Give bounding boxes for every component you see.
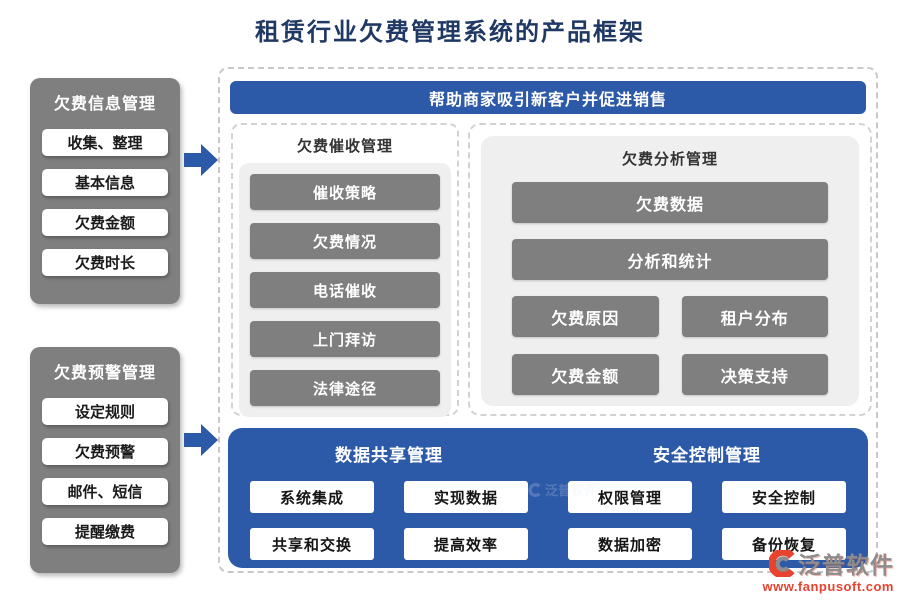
main-frame: 帮助商家吸引新客户并促进销售 欠费催收管理 催收策略 欠费情况 电话催收 上门拜… xyxy=(218,67,878,573)
analysis-item: 分析和统计 xyxy=(512,239,828,280)
fanpu-watermark-row: 泛普软件 xyxy=(769,550,894,577)
group-data-sharing-items: 系统集成 实现数据 共享和交换 提高效率 xyxy=(250,481,528,560)
group-security-control-title: 安全控制管理 xyxy=(653,446,761,465)
data-sharing-item: 提高效率 xyxy=(404,528,528,560)
panel-collection: 欠费催收管理 催收策略 欠费情况 电话催收 上门拜访 法律途径 xyxy=(231,123,459,417)
panel-bottom: 泛普软件 数据共享管理 系统集成 实现数据 共享和交换 提高效率 安全控制管理 … xyxy=(228,428,868,568)
panel-arrears-warning-title: 欠费预警管理 xyxy=(53,365,156,382)
group-security-control-items: 权限管理 安全控制 数据加密 备份恢复 xyxy=(568,481,846,560)
panel-arrears-warning-items: 设定规则 欠费预警 邮件、短信 提醒缴费 xyxy=(30,398,180,545)
group-data-sharing-title: 数据共享管理 xyxy=(335,446,443,465)
panel-analysis-box: 欠费分析管理 欠费数据 分析和统计 欠费原因 租户分布 欠费金额 决策支持 xyxy=(481,136,859,406)
flow-arrow-right-icon xyxy=(184,424,218,456)
group-data-sharing: 数据共享管理 系统集成 实现数据 共享和交换 提高效率 xyxy=(250,441,528,568)
panel-arrears-warning: 欠费预警管理 设定规则 欠费预警 邮件、短信 提醒缴费 xyxy=(30,347,180,573)
collection-item: 电话催收 xyxy=(250,272,440,308)
collection-item: 催收策略 xyxy=(250,174,440,210)
panel-collection-title: 欠费催收管理 xyxy=(296,138,393,155)
fanpu-watermark-brand: 泛普软件 xyxy=(798,552,894,578)
data-sharing-item: 实现数据 xyxy=(404,481,528,513)
fanpu-watermark: 泛普软件 www.fanpusoft.com xyxy=(762,550,894,594)
panel-arrears-info-items: 收集、整理 基本信息 欠费金额 欠费时长 xyxy=(30,129,180,276)
panel-analysis: 欠费分析管理 欠费数据 分析和统计 欠费原因 租户分布 欠费金额 决策支持 xyxy=(468,123,872,416)
arrears-warning-item: 提醒缴费 xyxy=(42,518,168,545)
arrears-info-item: 欠费金额 xyxy=(42,209,168,236)
panel-analysis-grid: 欠费原因 租户分布 欠费金额 决策支持 xyxy=(512,296,828,395)
analysis-item: 租户分布 xyxy=(681,296,828,337)
arrears-info-item: 基本信息 xyxy=(42,169,168,196)
top-banner: 帮助商家吸引新客户并促进销售 xyxy=(230,81,866,114)
fanpu-watermark-url: www.fanpusoft.com xyxy=(762,579,894,594)
arrears-warning-item: 设定规则 xyxy=(42,398,168,425)
flow-arrow-right-icon xyxy=(184,144,218,176)
fanpu-logo-icon xyxy=(769,550,795,577)
data-sharing-item: 系统集成 xyxy=(250,481,374,513)
collection-item: 上门拜访 xyxy=(250,321,440,357)
arrears-warning-item: 欠费预警 xyxy=(42,438,168,465)
security-control-item: 权限管理 xyxy=(568,481,692,513)
arrears-warning-item: 邮件、短信 xyxy=(42,478,168,505)
collection-item: 欠费情况 xyxy=(250,223,440,259)
data-sharing-item: 共享和交换 xyxy=(250,528,374,560)
analysis-item: 欠费数据 xyxy=(512,182,828,223)
panel-arrears-info: 欠费信息管理 收集、整理 基本信息 欠费金额 欠费时长 xyxy=(30,78,180,304)
analysis-item: 决策支持 xyxy=(681,354,828,395)
arrears-info-item: 收集、整理 xyxy=(42,129,168,156)
analysis-item: 欠费金额 xyxy=(512,354,659,395)
security-control-item: 数据加密 xyxy=(568,528,692,560)
arrears-info-item: 欠费时长 xyxy=(42,249,168,276)
panel-analysis-title: 欠费分析管理 xyxy=(621,151,718,168)
security-control-item: 安全控制 xyxy=(722,481,846,513)
fanpu-logo-icon xyxy=(528,482,541,497)
group-security-control: 安全控制管理 权限管理 安全控制 数据加密 备份恢复 xyxy=(568,441,846,568)
analysis-item: 欠费原因 xyxy=(512,296,659,337)
collection-item: 法律途径 xyxy=(250,370,440,406)
page-title: 租赁行业欠费管理系统的产品框架 xyxy=(255,19,645,46)
panel-collection-items: 催收策略 欠费情况 电话催收 上门拜访 法律途径 xyxy=(239,163,451,417)
panel-arrears-info-title: 欠费信息管理 xyxy=(53,96,156,113)
